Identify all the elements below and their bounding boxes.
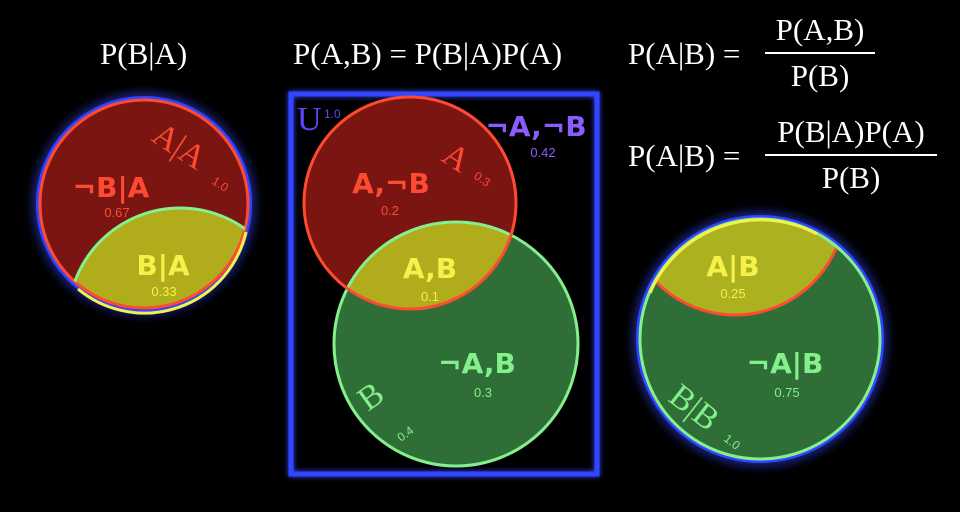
circle-b-outline (332, 220, 580, 468)
formula-bayes-1-lhs: P(A|B) = (628, 36, 741, 71)
formula-bayes-1-fraction: P(A,B) P(B) (765, 12, 875, 94)
universe-label: U (297, 101, 322, 138)
left-b-boundary (66, 206, 248, 308)
not-a-not-b-label: ¬A,¬B (485, 110, 586, 143)
left-venn-b-given-a: A|A 1.0 ¬B|A 0.67 B|A 0.33 (36, 96, 252, 315)
a-and-b-label: A,B (403, 252, 457, 285)
right-a-boundary (640, 219, 847, 317)
left-not-b-label: ¬B|A (73, 171, 150, 204)
a-and-b-value: 0.1 (421, 289, 439, 304)
not-a-b-value: 0.3 (474, 385, 492, 400)
region-a-and-b (334, 222, 516, 309)
a-not-b-value: 0.2 (381, 203, 399, 218)
left-b-value: 0.33 (151, 284, 176, 299)
left-not-b-value: 0.67 (104, 205, 129, 220)
formula-bayes-2-numerator: P(B|A)P(A) (777, 114, 925, 149)
right-region-a (640, 219, 845, 315)
formula-bayes-2-fraction: P(B|A)P(A) P(B) (765, 114, 937, 196)
middle-venn-joint: U 1.0 ¬A,¬B 0.42 A 0.3 A,¬B 0.2 A,B 0.1 … (288, 91, 600, 477)
formula-bayes-2-lhs: P(A|B) = (628, 138, 741, 173)
circle-a-outline (302, 95, 518, 311)
right-a-outer-arc (648, 218, 818, 294)
formula-bayes-1-numerator: P(A,B) (775, 12, 865, 47)
fraction-bar (765, 52, 875, 54)
right-a-label: A|B (706, 250, 759, 283)
universe-prob: 1.0 (324, 107, 341, 121)
fraction-bar (765, 154, 937, 156)
right-not-a-value: 0.75 (774, 385, 799, 400)
formula-bayes-2-denominator: P(B) (821, 160, 881, 195)
left-b-outer-arc (77, 231, 248, 315)
a-not-b-label: A,¬B (352, 167, 430, 200)
formula-joint-probability: P(A,B) = P(B|A)P(A) (293, 36, 563, 71)
formula-conditional-b-given-a: P(B|A) (100, 36, 188, 71)
formula-bayes-1-denominator: P(B) (790, 58, 850, 93)
universe-box (288, 91, 600, 477)
right-not-a-label: ¬A|B (747, 347, 824, 380)
left-b-label: B|A (136, 249, 190, 282)
not-a-not-b-value: 0.42 (530, 145, 555, 160)
right-venn-a-given-b: A|B 0.25 ¬A|B 0.75 B|B 1.0 (636, 215, 884, 463)
not-a-b-label: ¬A,B (438, 347, 516, 380)
right-a-value: 0.25 (720, 286, 745, 301)
left-circle-outline (38, 98, 250, 310)
